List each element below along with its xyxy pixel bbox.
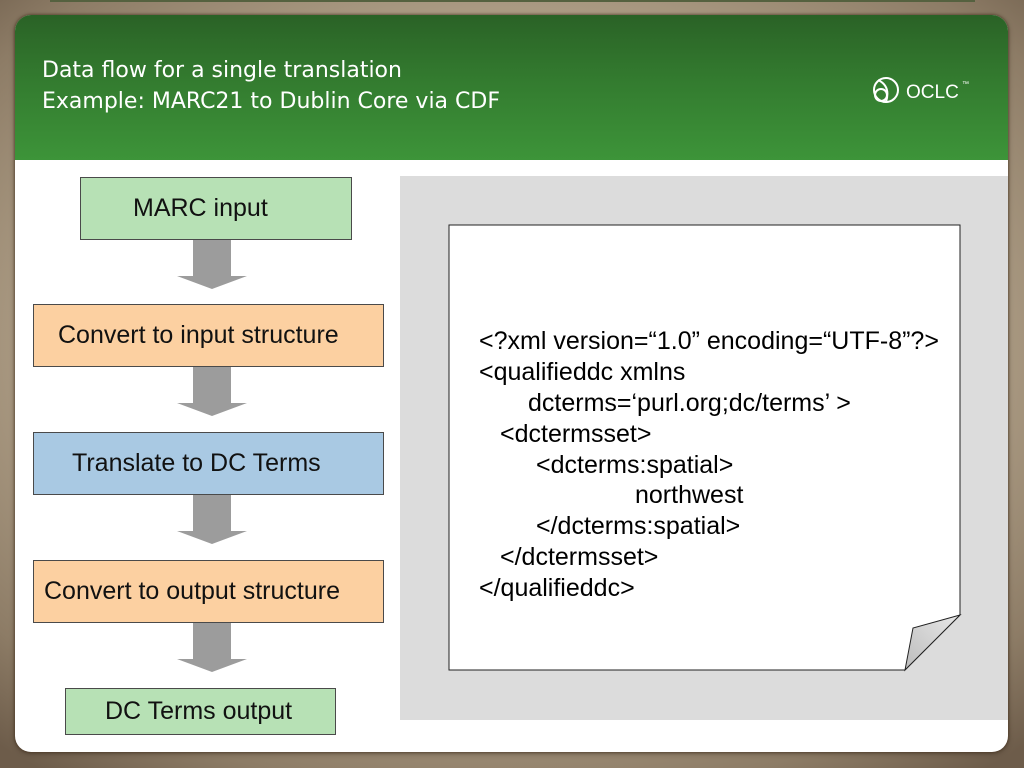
flow-arrow-3 [177,495,247,544]
xml-line: </dcterms:spatial> [536,512,741,541]
xml-line: <?xml version=“1.0” encoding=“UTF-8”?> [479,327,939,355]
flow-arrow-2 [177,367,247,416]
flow-arrow-1 [177,240,247,289]
xml-line: <qualifieddc xmlns [479,357,686,386]
flow-step-marc-input: MARC input [80,177,352,240]
flow-step-label: MARC input [133,194,268,222]
slide-header-band [15,15,1008,160]
page-fold-corner [904,614,962,672]
oclc-logo-trademark: ™ [962,81,969,88]
xml-line: </qualifieddc> [479,574,635,603]
oclc-logo: OCLC ™ [873,77,969,103]
xml-line: <dctermsset> [500,419,652,448]
flow-arrow-4 [177,623,247,672]
flow-step-label: Translate to DC Terms [72,449,321,477]
arrow-shape [177,623,247,672]
xml-line: dcterms=‘purl.org;dc/terms’ > [528,388,851,417]
flow-step-label: Convert to output structure [44,577,340,605]
flow-step-convert-output: Convert to output structure [33,560,384,623]
title-line-1: Data flow for a single translation [42,58,402,83]
flow-step-translate: Translate to DC Terms [33,432,384,495]
xml-line: northwest [635,481,744,510]
flow-step-label: Convert to input structure [58,321,339,349]
oclc-logo-text: OCLC [906,82,959,103]
xml-document-page [448,224,962,672]
frame-top-line [50,0,975,2]
xml-line: </dctermsset> [500,543,659,572]
arrow-shape [177,495,247,544]
oclc-logo-icon [873,77,899,103]
xml-line: <dcterms:spatial> [536,450,734,479]
slide-title: Data flow for a single translation Examp… [42,55,500,117]
arrow-shape [177,240,247,289]
title-line-2: Example: MARC21 to Dublin Core via CDF [42,89,500,114]
flow-step-label: DC Terms output [105,697,293,725]
xml-code-block: <?xml version=“1.0” encoding=“UTF-8”?> <… [479,326,939,604]
arrow-shape [177,367,247,416]
flow-step-dc-terms-output: DC Terms output [65,688,336,735]
flow-step-convert-input: Convert to input structure [33,304,384,367]
